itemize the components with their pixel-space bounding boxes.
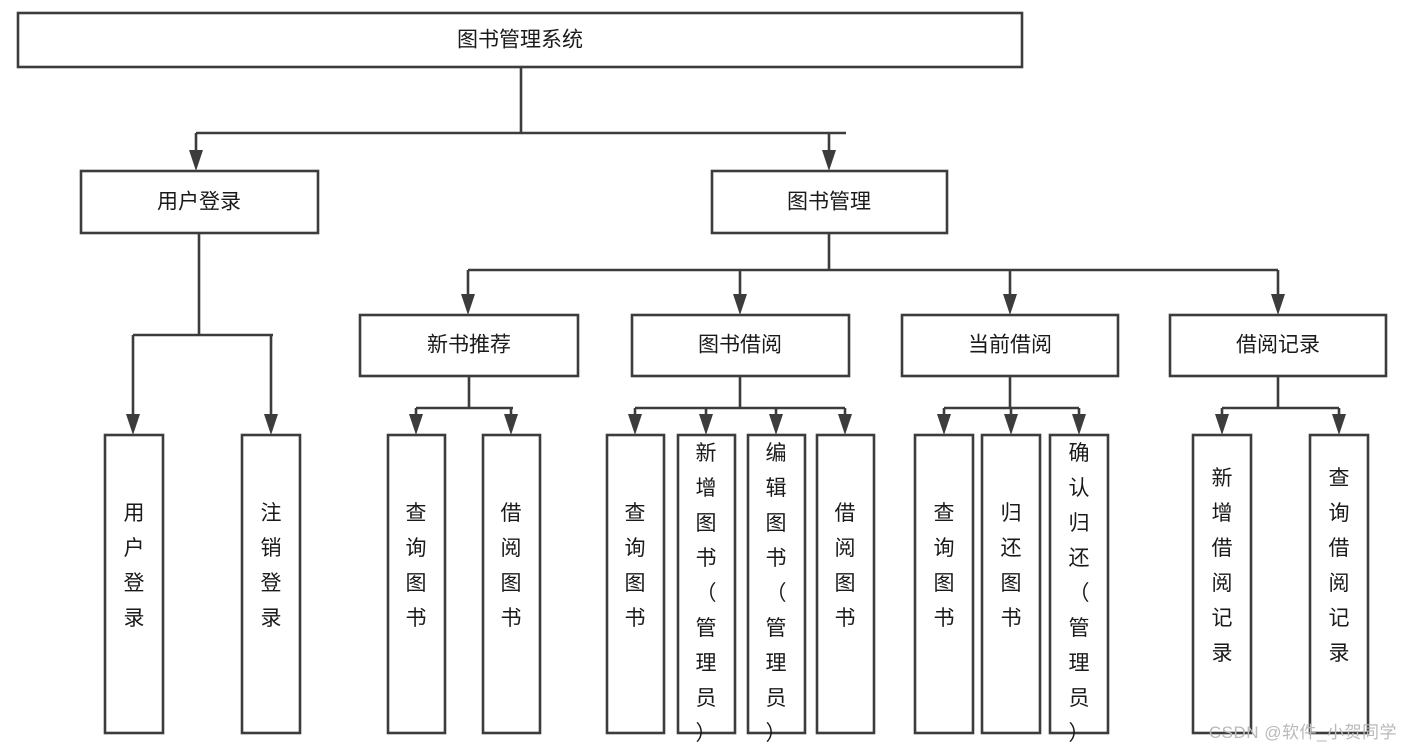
node-book-borrow[interactable]: 图书借阅 bbox=[630, 313, 851, 378]
node-borrow-record-box[interactable] bbox=[1168, 313, 1388, 378]
node-leaf-query-book-1-box[interactable] bbox=[386, 433, 447, 735]
node-book-manage-label: 图书管理 bbox=[787, 191, 871, 214]
node-leaf-query-book-2-box[interactable] bbox=[605, 433, 666, 735]
node-new-book-recommend-label: 新书推荐 bbox=[427, 334, 511, 357]
arrowhead-leaf-logout-login bbox=[264, 414, 278, 435]
node-leaf-borrow-book-1-label: 借阅图书 bbox=[501, 502, 522, 630]
node-leaf-query-book-3-label: 查询图书 bbox=[934, 502, 955, 630]
node-root[interactable]: 图书管理系统 bbox=[16, 11, 1024, 69]
node-leaf-return-book-label: 归还图书 bbox=[1001, 502, 1022, 630]
node-leaf-add-record-label: 新增借阅记录 bbox=[1212, 467, 1233, 665]
arrowhead-leaf-borrow-book-1 bbox=[504, 414, 518, 435]
node-leaf-user-login-label: 用户登录 bbox=[124, 502, 145, 630]
node-leaf-confirm-return[interactable]: 确认归还（管理员） bbox=[1048, 433, 1110, 745]
node-current-borrow[interactable]: 当前借阅 bbox=[900, 313, 1120, 378]
arrowhead-leaf-add-book bbox=[699, 414, 713, 435]
node-current-borrow-box[interactable] bbox=[900, 313, 1120, 378]
node-user-login-label: 用户登录 bbox=[157, 191, 241, 214]
arrowhead-leaf-confirm-return bbox=[1072, 414, 1086, 435]
node-leaf-add-record[interactable]: 新增借阅记录 bbox=[1191, 433, 1253, 735]
node-leaf-query-book-2-label: 查询图书 bbox=[625, 502, 646, 630]
node-user-login-box[interactable] bbox=[79, 169, 320, 235]
arrowhead-book-manage bbox=[822, 150, 836, 171]
node-leaf-logout-login[interactable]: 注销登录 bbox=[240, 433, 302, 735]
node-leaf-add-book[interactable]: 新增图书（管理员） bbox=[676, 433, 737, 745]
node-book-manage[interactable]: 图书管理 bbox=[710, 169, 949, 235]
node-leaf-confirm-return-label: 确认归还（管理员） bbox=[1069, 442, 1090, 745]
arrowhead-leaf-add-record bbox=[1215, 414, 1229, 435]
node-leaf-query-book-1[interactable]: 查询图书 bbox=[386, 433, 447, 735]
arrowhead-user-login bbox=[189, 150, 203, 171]
node-leaf-edit-book-label: 编辑图书（管理员） bbox=[766, 442, 787, 745]
node-leaf-add-book-box[interactable] bbox=[676, 433, 737, 735]
node-borrow-record-label: 借阅记录 bbox=[1236, 334, 1320, 357]
node-leaf-borrow-book-2-label: 借阅图书 bbox=[835, 502, 856, 630]
node-new-book-recommend-box[interactable] bbox=[358, 313, 580, 378]
node-leaf-query-book-3[interactable]: 查询图书 bbox=[913, 433, 975, 735]
node-leaf-borrow-book-2-box[interactable] bbox=[815, 433, 876, 735]
node-leaf-confirm-return-box[interactable] bbox=[1048, 433, 1110, 735]
arrowhead-leaf-query-book-1 bbox=[409, 414, 423, 435]
node-leaf-user-login[interactable]: 用户登录 bbox=[103, 433, 165, 735]
arrowhead-borrow-record bbox=[1271, 294, 1285, 315]
node-new-book-recommend[interactable]: 新书推荐 bbox=[358, 313, 580, 378]
node-leaf-return-book[interactable]: 归还图书 bbox=[980, 433, 1042, 735]
node-root-box[interactable] bbox=[16, 11, 1024, 69]
node-leaf-query-book-2[interactable]: 查询图书 bbox=[605, 433, 666, 735]
arrowhead-leaf-user-login bbox=[126, 414, 140, 435]
node-leaf-add-book-label: 新增图书（管理员） bbox=[696, 442, 717, 745]
node-root-label: 图书管理系统 bbox=[457, 29, 583, 52]
node-book-borrow-label: 图书借阅 bbox=[698, 334, 782, 357]
node-book-manage-box[interactable] bbox=[710, 169, 949, 235]
node-leaf-borrow-book-1-box[interactable] bbox=[481, 433, 542, 735]
arrowhead-leaf-query-book-2 bbox=[628, 414, 642, 435]
node-leaf-query-book-1-label: 查询图书 bbox=[406, 502, 427, 630]
node-leaf-query-book-3-box[interactable] bbox=[913, 433, 975, 735]
node-leaf-query-record[interactable]: 查询借阅记录 bbox=[1308, 433, 1370, 735]
node-user-login[interactable]: 用户登录 bbox=[79, 169, 320, 235]
node-leaf-logout-login-label: 注销登录 bbox=[261, 502, 282, 630]
node-leaf-logout-login-box[interactable] bbox=[240, 433, 302, 735]
arrowhead-leaf-query-record bbox=[1332, 414, 1346, 435]
node-leaf-borrow-book-2[interactable]: 借阅图书 bbox=[815, 433, 876, 735]
node-leaf-query-record-label: 查询借阅记录 bbox=[1329, 467, 1350, 665]
node-borrow-record[interactable]: 借阅记录 bbox=[1168, 313, 1388, 378]
node-leaf-edit-book-box[interactable] bbox=[746, 433, 807, 735]
node-leaf-query-record-box[interactable] bbox=[1308, 433, 1370, 735]
node-leaf-edit-book[interactable]: 编辑图书（管理员） bbox=[746, 433, 807, 745]
node-book-borrow-box[interactable] bbox=[630, 313, 851, 378]
arrowhead-leaf-borrow-book-2 bbox=[838, 414, 852, 435]
arrowhead-book-borrow bbox=[733, 294, 747, 315]
node-current-borrow-label: 当前借阅 bbox=[968, 334, 1052, 357]
arrowhead-leaf-return-book bbox=[1004, 414, 1018, 435]
node-leaf-add-record-box[interactable] bbox=[1191, 433, 1253, 735]
node-leaf-user-login-box[interactable] bbox=[103, 433, 165, 735]
arrowhead-new-book-recommend bbox=[461, 294, 475, 315]
arrowhead-leaf-edit-book bbox=[769, 414, 783, 435]
arrowhead-current-borrow bbox=[1003, 294, 1017, 315]
node-leaf-return-book-box[interactable] bbox=[980, 433, 1042, 735]
node-leaf-borrow-book-1[interactable]: 借阅图书 bbox=[481, 433, 542, 735]
edge-group bbox=[126, 67, 1346, 435]
arrowhead-leaf-query-book-3 bbox=[937, 414, 951, 435]
